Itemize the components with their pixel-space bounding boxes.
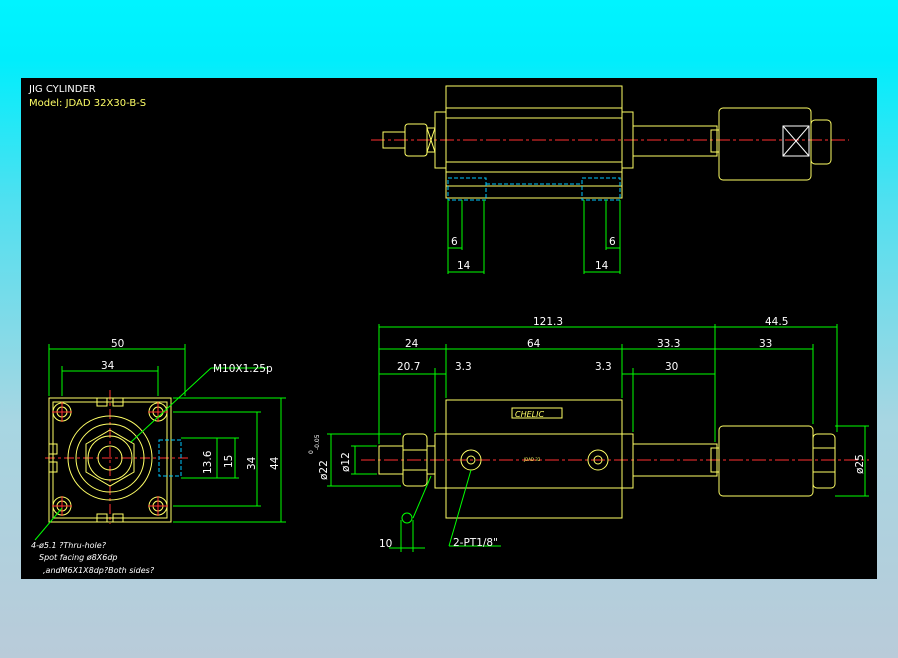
end-dim-34-vertical: 34	[246, 456, 258, 470]
side-rod-nut	[812, 433, 836, 489]
side-dim-24: 24	[405, 338, 419, 350]
side-dim-33-3: 33.3	[657, 338, 680, 350]
end-dim-44: 44	[269, 456, 281, 470]
side-dim-30: 30	[665, 361, 678, 373]
top-rod-end	[718, 107, 812, 181]
top-view-body	[445, 85, 623, 199]
side-dim-3-3-right: 3.3	[595, 361, 612, 373]
side-dim-dia22: ø22	[318, 460, 330, 480]
end-view-hex-nut	[85, 429, 135, 487]
side-dim-rod-ext: 44.5	[765, 316, 788, 328]
side-dim-3-3-left: 3.3	[455, 361, 472, 373]
brand-plate	[511, 407, 563, 419]
side-view: CHELIC JDAD 32	[308, 316, 869, 552]
drawing-title: JIG CYLINDER	[28, 84, 96, 95]
top-view: 6 14 6 14	[371, 85, 849, 274]
top-dim-right-14: 14	[595, 260, 609, 272]
side-piston-rod	[632, 443, 718, 477]
top-dim-left-14: 14	[457, 260, 471, 272]
top-hidden-right	[581, 177, 621, 201]
end-view-profile	[48, 397, 172, 523]
side-dim-10: 10	[379, 538, 392, 550]
note-spot-facing: Spot facing ø8X6dp	[39, 553, 117, 562]
side-dim-dia12: ø12	[340, 452, 352, 472]
top-rod-nut	[810, 119, 832, 165]
side-dim-33: 33	[759, 338, 772, 350]
top-dim-left-6: 6	[451, 236, 458, 248]
side-rod-end	[718, 425, 814, 497]
top-view-dimensions	[447, 200, 621, 274]
end-view-dimensions	[34, 344, 286, 541]
note-thru-hole: 4-ø5.1 ?Thru-hole?	[31, 541, 107, 550]
end-view-bore	[67, 415, 153, 501]
side-dim-64: 64	[527, 338, 541, 350]
note-tapped: ,andM6X1X8dp?Both sides?	[43, 566, 155, 575]
side-view-dimensions	[327, 324, 869, 552]
side-dim-port: 2-PT1/8"	[453, 537, 498, 549]
cad-drawing-area: JIG CYLINDER Model: JDAD 32X30-B-S	[21, 78, 877, 579]
end-dim-13-6: 13.6	[202, 450, 214, 474]
cad-drawing: JIG CYLINDER Model: JDAD 32X30-B-S	[28, 84, 869, 575]
side-dim-overall: 121.3	[533, 316, 563, 328]
body-text: JDAD 32	[523, 457, 541, 462]
brand-label: CHELIC	[515, 410, 544, 419]
end-dim-34: 34	[101, 360, 115, 372]
model-label: Model: JDAD 32X30-B-S	[29, 98, 146, 109]
side-dim-dia22-tol-upper: 0	[308, 450, 315, 454]
end-dim-thread: M10X1.25p	[213, 363, 273, 375]
top-hidden-left	[447, 177, 487, 201]
side-dim-dia25: ø25	[854, 454, 866, 474]
end-dim-50: 50	[111, 338, 124, 350]
side-dim-dia22-tol: -0.05	[314, 434, 321, 450]
top-dim-right-6: 6	[609, 236, 616, 248]
port-right	[587, 449, 609, 471]
end-dim-15: 15	[223, 455, 235, 468]
top-piston-rod	[632, 125, 718, 157]
side-dim-20-7: 20.7	[397, 361, 420, 373]
end-view: 50 34 M10X1.25p 44 34 15 13.6 4-ø5.1 ?Th…	[31, 338, 286, 575]
